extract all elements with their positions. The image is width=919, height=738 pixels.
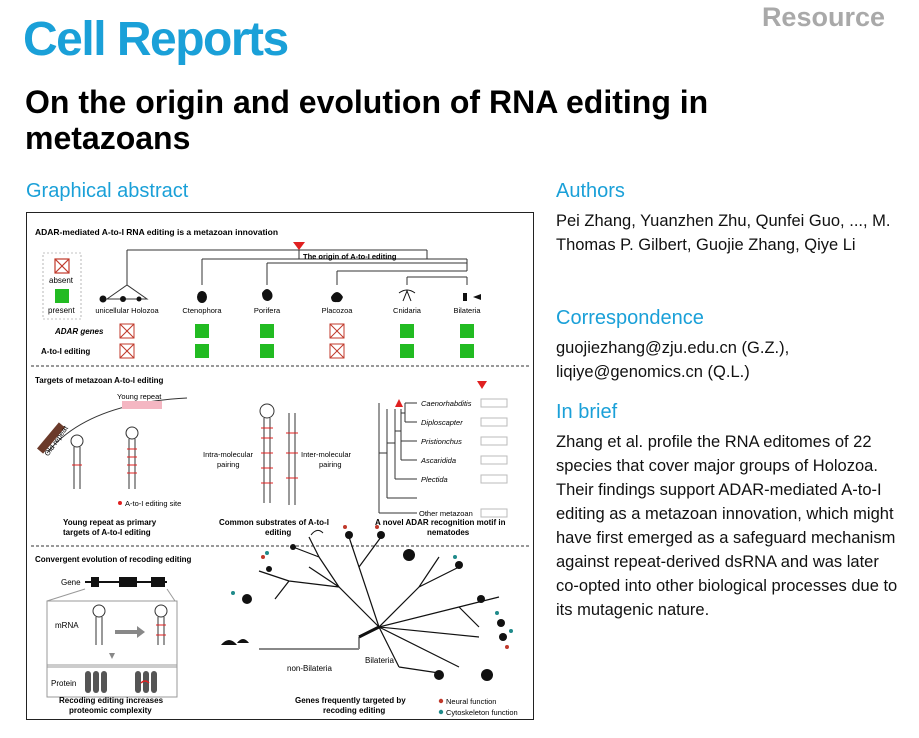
species-labels: CaenorhabditisDiploscapterPristionchusAs… (419, 398, 508, 518)
legend-neural-label: Neural function (446, 697, 496, 706)
bilateria-label: Bilateria (365, 656, 394, 665)
species-label: Caenorhabditis (421, 399, 472, 408)
panel3-caption-left-1: Recoding editing increases (59, 696, 164, 705)
species-label: Pristionchus (421, 437, 462, 446)
taxa-labels: unicellular Holozoa Ctenophora Porifera Pla… (95, 306, 481, 315)
panel2-caption-left-2: targets of A-to-I editing (63, 528, 151, 537)
function-dots (231, 525, 513, 649)
phylogeny-tree (105, 249, 468, 300)
panel3-title: Convergent evolution of recoding editing (35, 555, 192, 564)
legend-absent-label: absent (49, 276, 74, 285)
species-label: Plectida (421, 475, 448, 484)
taxon-label: unicellular Holozoa (95, 306, 159, 315)
inter-label-1: Inter-molecular (301, 450, 352, 459)
row-label-adar: ADAR genes (54, 327, 104, 336)
intra-label-1: Intra-molecular (203, 450, 254, 459)
young-repeat-label: Young repeat (117, 392, 162, 401)
present-cell (260, 344, 274, 358)
protein-label: Protein (51, 679, 76, 688)
graphical-abstract-svg: ADAR-mediated A-to-I RNA editing is a me… (31, 227, 531, 717)
legend-cyto-label: Cytoskeleton function (446, 708, 518, 717)
correspondence-heading: Correspondence (556, 307, 704, 329)
motif-marker-icon (477, 381, 487, 389)
panel2-caption-right-1: A novel ADAR recognition motif in (375, 518, 506, 527)
cyto-legend-dot (438, 709, 444, 715)
legend-absent: absent (49, 258, 74, 285)
present-cell (195, 324, 209, 338)
present-cell (195, 344, 209, 358)
panel2-caption-right-2: nematodes (427, 528, 470, 537)
correspondence-section: Correspondence guojiezhang@zju.edu.cn (G… (556, 307, 906, 384)
motif-origin-icon (395, 399, 403, 407)
article-type-label: Resource (761, 2, 885, 32)
mrna-label: mRNA (55, 621, 79, 630)
in-brief-text: Zhang et al. profile the RNA editomes of… (556, 433, 898, 619)
legend-present: present (48, 289, 75, 315)
taxon-label: Placozoa (322, 306, 354, 315)
authors-heading: Authors (556, 180, 625, 202)
present-cell (460, 344, 474, 358)
inter-label-2: pairing (319, 460, 342, 469)
sequence-motif-logo (480, 508, 508, 518)
taxon-label: Bilateria (453, 306, 481, 315)
organism-icons (99, 289, 481, 303)
repeat-diagram: Young repeat Old repeat A-to-I editing s… (37, 392, 188, 508)
panel3-caption-mid-2: recoding editing (323, 706, 385, 715)
present-cell (460, 324, 474, 338)
panel3-caption-mid-1: Genes frequently targeted by (295, 696, 406, 705)
absent-cell (329, 323, 345, 339)
editing-site-label: A-to-I editing site (125, 499, 181, 508)
intra-label-2: pairing (217, 460, 240, 469)
species-label: Other metazoan (419, 509, 473, 518)
sequence-motif-logo (480, 417, 508, 427)
present-cell (400, 324, 414, 338)
origin-marker-icon (293, 242, 305, 250)
correspondence-email-2[interactable]: liqiye@genomics.cn (Q.L.) (556, 363, 750, 381)
sequence-motif-logo (480, 474, 508, 484)
correspondence-email-1[interactable]: guojiezhang@zju.edu.cn (G.Z.), (556, 339, 790, 357)
radial-tree-organisms (221, 529, 507, 681)
recoding-diagram: Gene mRNA Protein (46, 577, 178, 698)
panel2-title: Targets of metazoan A-to-I editing (35, 376, 164, 385)
origin-label: The origin of A-to-I editing (303, 252, 397, 261)
panel3-caption-left-2: proteomic complexity (69, 706, 152, 715)
authors-list: Pei Zhang, Yuanzhen Zhu, Qunfei Guo, ...… (556, 212, 891, 254)
present-cell (260, 324, 274, 338)
neural-legend-dot (438, 698, 444, 704)
panel2-caption-left-1: Young repeat as primary (63, 518, 157, 527)
present-cell (400, 344, 414, 358)
non-bilateria-label: non-Bilateria (287, 664, 332, 673)
gene-label: Gene (61, 578, 81, 587)
taxon-label: Porifera (254, 306, 281, 315)
nematode-tree (378, 402, 417, 514)
pairing-diagram: Intra-molecular pairing Inter-molecular … (203, 403, 352, 505)
authors-section: Authors Pei Zhang, Yuanzhen Zhu, Qunfei … (556, 180, 906, 257)
panel2-caption-mid-1: Common substrates of A-to-I (219, 518, 329, 527)
graphical-abstract-heading: Graphical abstract (26, 180, 189, 202)
species-label: Diploscapter (421, 418, 463, 427)
sequence-motif-logo (480, 398, 508, 408)
article-title: On the origin and evolution of RNA editi… (25, 84, 709, 156)
absent-cell (119, 323, 135, 339)
row-label-editing: A-to-I editing (41, 347, 90, 356)
radial-tree (258, 536, 500, 674)
taxon-label: Cnidaria (393, 306, 422, 315)
taxon-label: Ctenophora (182, 306, 222, 315)
absent-cell (119, 343, 135, 359)
graphical-abstract-figure: ADAR-mediated A-to-I RNA editing is a me… (26, 212, 534, 720)
panel2-caption-mid-2: editing (265, 528, 291, 537)
sequence-motif-logo (480, 455, 508, 465)
panel1-title: ADAR-mediated A-to-I RNA editing is a me… (35, 227, 278, 237)
species-label: Ascaridida (420, 456, 456, 465)
journal-logo: Cell Reports (23, 13, 289, 66)
absent-cell (329, 343, 345, 359)
in-brief-section: In brief Zhang et al. profile the RNA ed… (556, 401, 906, 622)
in-brief-heading: In brief (556, 401, 618, 423)
presence-grid (119, 323, 474, 359)
sequence-motif-logo (480, 436, 508, 446)
legend-present-label: present (48, 306, 75, 315)
